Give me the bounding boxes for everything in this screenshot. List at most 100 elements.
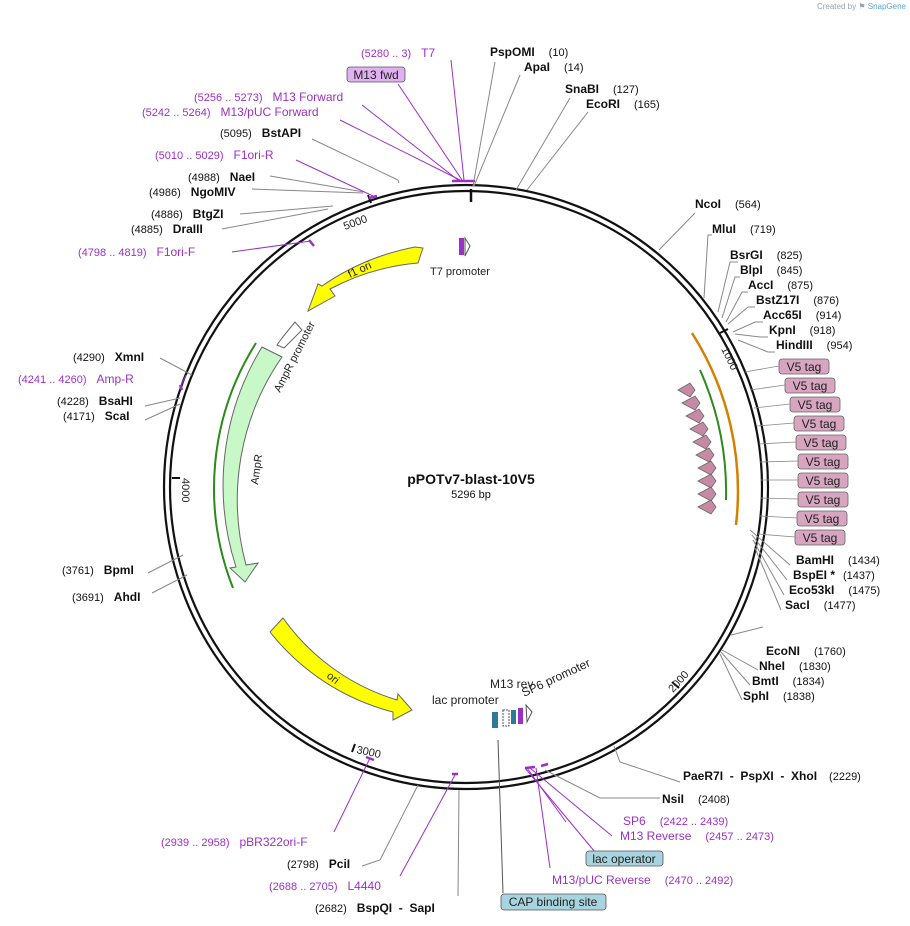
enzyme-paer7i: PaeR7I - PspXI - XhoI(2229) <box>683 769 861 783</box>
enzyme-sphi: SphI(1838) <box>743 689 815 703</box>
enzyme-nsii: NsiI(2408) <box>662 792 730 806</box>
ampr-promoter-arrow <box>276 321 303 349</box>
tick-4000: 4000 <box>179 478 191 502</box>
plasmid-name: pPOTv7-blast-10V5 <box>407 471 535 487</box>
cap-block <box>492 712 498 728</box>
enzyme-bstapi: (5095)BstAPI <box>220 126 301 140</box>
v5-tag-8: V5 tag <box>797 491 849 508</box>
enzyme-acci: AccI(875) <box>748 278 813 292</box>
v5-tag-10: V5 tag <box>794 529 846 546</box>
primer-labels: (5280 .. 3)T7 (5256 .. 5273)M13 Forward … <box>18 46 774 893</box>
f1-ori-arrow <box>307 246 424 313</box>
svg-text:V5 tag: V5 tag <box>804 436 839 450</box>
v5-tag-2: V5 tag <box>784 377 836 394</box>
enzyme-naei: (4988)NaeI <box>188 170 255 184</box>
enzyme-ecori: EcoRI(165) <box>586 97 660 111</box>
tick-1000: 1000 <box>718 345 740 372</box>
primer-m13-puc-reverse: M13/pUC Reverse(2470 .. 2492) <box>552 873 733 887</box>
snapgene-icon: ⚑ <box>858 2 866 11</box>
enzyme-bsahi: (4228)BsaHI <box>57 394 133 408</box>
credit: Created by ⚑ SnapGene <box>817 2 906 11</box>
enzyme-scai: (4171)ScaI <box>63 409 129 423</box>
enzyme-bspei: BspEI *(1437) <box>793 568 875 582</box>
primer-t7: (5280 .. 3)T7 <box>361 46 435 60</box>
enzyme-hindiii: HindIII(954) <box>776 338 852 352</box>
v5-tag-3: V5 tag <box>789 396 841 413</box>
enzyme-bamhi: BamHI(1434) <box>796 553 880 567</box>
v5-tag-7: V5 tag <box>797 472 849 489</box>
enzyme-pspomi: PspOMI(10) <box>490 45 568 59</box>
m13-rev-label: M13 rev <box>490 677 533 691</box>
primer-marks <box>178 179 549 776</box>
svg-text:V5 tag: V5 tag <box>806 455 841 469</box>
primer-m13-reverse: M13 Reverse(2457 .. 2473) <box>620 829 774 843</box>
svg-text:V5 tag: V5 tag <box>787 360 822 374</box>
backbone-inner <box>168 189 764 785</box>
f1-ori-label: f1 ori <box>346 260 373 281</box>
tick-3000: 3000 <box>355 744 381 761</box>
v5-tag-1: V5 tag <box>778 358 830 375</box>
enzyme-xmni: (4290)XmnI <box>73 350 144 364</box>
credit-brand: SnapGene <box>867 2 906 11</box>
svg-text:V5 tag: V5 tag <box>798 398 833 412</box>
v5-green-line <box>699 369 728 501</box>
v5-orange-line <box>690 332 740 526</box>
sp6-block <box>518 708 523 724</box>
backbone-outer <box>162 183 770 791</box>
v5-tag-boxes: V5 tag V5 tag V5 tag V5 tag V5 tag V5 ta… <box>778 358 849 546</box>
svg-text:CAP binding site: CAP binding site <box>509 895 598 909</box>
m13-rev-block <box>511 710 516 724</box>
ampr-arrow <box>222 346 283 583</box>
enzyme-bmti: BmtI(1834) <box>752 674 824 688</box>
ori-label: ori <box>324 670 341 687</box>
enzyme-btgzi: (4886)BtgZI <box>151 207 223 221</box>
tick-marks <box>172 194 729 753</box>
v5-arrows <box>677 382 717 515</box>
enzyme-apai: ApaI(14) <box>524 60 584 74</box>
enzyme-leaders <box>144 61 791 897</box>
enzyme-acc65i: Acc65I(914) <box>763 308 841 322</box>
primer-l4440: (2688 .. 2705)L4440 <box>269 879 381 893</box>
svg-text:V5 tag: V5 tag <box>806 493 841 507</box>
enzyme-bspqi: (2682)BspQI - SapI <box>315 901 435 915</box>
v5-tag-5: V5 tag <box>795 434 847 451</box>
ampr-label: AmpR <box>249 453 265 485</box>
primer-leaders <box>180 59 613 877</box>
enzyme-kpni: KpnI(918) <box>769 323 835 337</box>
t7-promoter-arrow <box>464 236 471 257</box>
sp6-arrow <box>525 703 533 724</box>
enzyme-bsrgi: BsrGI(825) <box>730 248 802 262</box>
primer-m13-puc-forward: (5242 .. 5264)M13/pUC Forward <box>142 105 319 119</box>
enzyme-econi: EcoNI(1760) <box>766 644 846 658</box>
v5-tag-9: V5 tag <box>796 510 848 527</box>
credit-prefix: Created by <box>816 2 857 11</box>
svg-text:V5 tag: V5 tag <box>802 417 837 431</box>
plasmid-size: 5296 bp <box>451 489 491 501</box>
enzyme-ngomiv: (4986)NgoMIV <box>149 185 235 199</box>
primer-pbr322ori-f: (2939 .. 2958)pBR322ori-F <box>161 835 308 849</box>
v5-tag-6: V5 tag <box>797 453 849 470</box>
svg-text:V5 tag: V5 tag <box>806 474 841 488</box>
svg-text:M13 fwd: M13 fwd <box>353 68 398 82</box>
svg-text:V5 tag: V5 tag <box>805 512 840 526</box>
enzyme-ncoi: NcoI(564) <box>695 197 761 211</box>
primer-amp-r: (4241 .. 4260)Amp-R <box>18 372 134 386</box>
primer-f1ori-f: (4798 .. 4819)F1ori-F <box>78 245 195 259</box>
enzyme-bpmi: (3761)BpmI <box>62 563 134 577</box>
enzyme-labels: PspOMI(10) ApaI(14) SnaBI(127) EcoRI(165… <box>57 45 880 915</box>
enzyme-eco53ki: Eco53kI(1475) <box>789 583 880 597</box>
lac-operator-box: lac operator <box>585 850 664 867</box>
enzyme-bstz17i: BstZ17I(876) <box>756 293 839 307</box>
ampr-green-line <box>213 342 257 589</box>
enzyme-blpi: BlpI(845) <box>740 263 802 277</box>
lac-promoter-block <box>502 709 510 727</box>
cap-binding-box: CAP binding site <box>500 893 607 911</box>
ori-arrow <box>269 617 413 721</box>
primer-f1ori-r: (5010 .. 5029)F1ori-R <box>155 148 274 162</box>
primer-m13-forward: (5256 .. 5273)M13 Forward <box>194 90 343 104</box>
t7-promoter-label: T7 promoter <box>430 266 490 278</box>
cap-leader <box>497 739 504 894</box>
v5-leaders <box>744 365 799 538</box>
enzyme-pcii: (2798)PciI <box>287 857 350 871</box>
enzyme-draiii: (4885)DraIII <box>131 222 203 236</box>
